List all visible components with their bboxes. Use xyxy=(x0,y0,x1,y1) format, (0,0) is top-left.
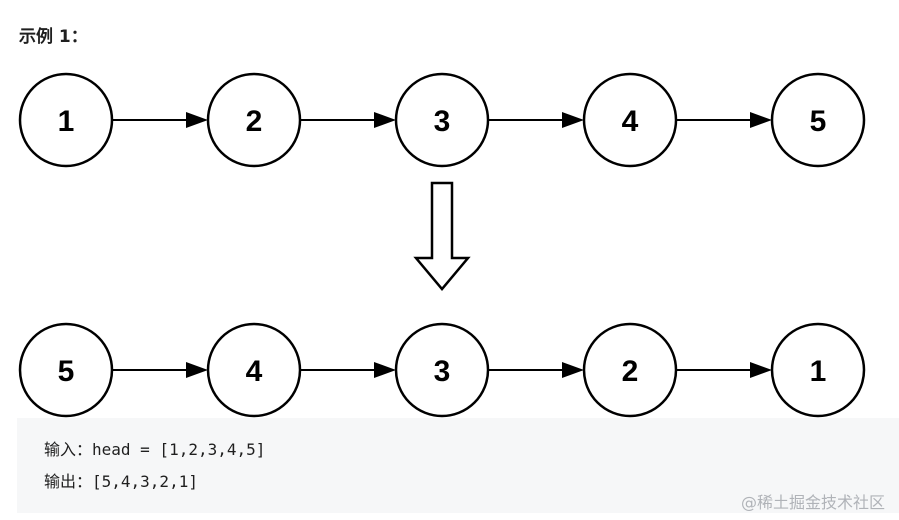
after-node-label-3: 3 xyxy=(434,355,451,388)
after-arrowhead-icon-1 xyxy=(186,362,208,378)
after-node-label-4: 2 xyxy=(622,355,639,388)
watermark: @稀土掘金技术社区 xyxy=(740,493,885,512)
example-code-block: 输入：head = [1,2,3,4,5] 输出：[5,4,3,2,1] xyxy=(17,418,899,513)
after-node-label-1: 5 xyxy=(58,355,75,388)
after-node-label-5: 1 xyxy=(810,355,827,388)
before-arrowhead-icon-4 xyxy=(750,112,772,128)
before-node-label-2: 2 xyxy=(246,105,263,138)
before-node-5 xyxy=(770,72,866,168)
before-arrowhead-icon-1 xyxy=(186,112,208,128)
reverse-arrow-icon xyxy=(413,181,471,291)
before-node-label-1: 1 xyxy=(58,105,75,138)
example-heading: 示例 1： xyxy=(19,27,88,47)
after-arrowhead-icon-4 xyxy=(750,362,772,378)
before-node-label-4: 4 xyxy=(622,105,639,138)
after-node-label-2: 4 xyxy=(246,355,263,388)
before-arrowhead-icon-3 xyxy=(562,112,584,128)
before-node-label-3: 3 xyxy=(434,105,451,138)
after-arrowhead-icon-2 xyxy=(374,362,396,378)
linked-list-reversal-diagram: 1 2 3 4 5 5 4 3 2 1 xyxy=(18,72,866,418)
input-line: 输入：head = [1,2,3,4,5] xyxy=(44,440,266,459)
before-arrowhead-icon-2 xyxy=(374,112,396,128)
output-line: 输出：[5,4,3,2,1] xyxy=(44,472,198,491)
original-list: 1 2 3 4 5 xyxy=(18,72,866,168)
before-node-label-5: 5 xyxy=(810,105,827,138)
after-node-5 xyxy=(770,322,866,418)
after-arrowhead-icon-3 xyxy=(562,362,584,378)
reversed-list: 5 4 3 2 1 xyxy=(18,322,866,418)
